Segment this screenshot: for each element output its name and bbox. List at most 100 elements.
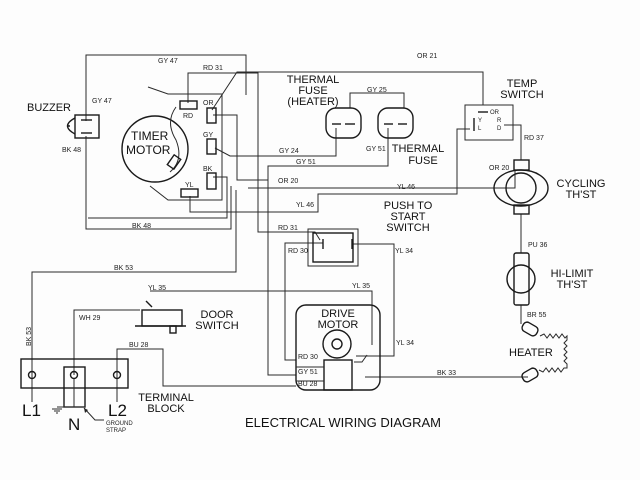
door-switch-label-2: SWITCH <box>195 320 238 332</box>
thermal-fuses <box>325 92 414 139</box>
wire-label-or21: OR 21 <box>417 53 437 60</box>
wire-label-yl46-right: YL 46 <box>397 184 415 191</box>
wire-label-bk48-buzzer: BK 48 <box>62 147 81 154</box>
push-to-start-label-3: SWITCH <box>386 222 429 234</box>
thermal-fuse-heater-label-2: FUSE <box>298 85 327 97</box>
heater-terminal-top <box>521 321 539 337</box>
wire-label-pu36: PU 36 <box>528 242 548 249</box>
wire-label-rd37: RD 37 <box>524 135 544 142</box>
cycling-disc <box>505 172 537 204</box>
buzzer-dome <box>66 117 76 135</box>
drive-motor-connector <box>323 359 353 391</box>
wire-label-bu28-motor: BU 28 <box>298 381 318 388</box>
thermal-fuse-label-1: THERMAL <box>392 143 445 155</box>
hi-limit-label-2: TH'ST <box>557 279 588 291</box>
wire-label-wh29: WH 29 <box>79 315 101 322</box>
drive-motor-label-1: DRIVE <box>321 308 355 320</box>
temp-switch-l-label: L <box>478 126 482 132</box>
temp-switch-label-1: TEMP <box>507 78 538 90</box>
wire-label-rd31-top: RD 31 <box>203 65 223 72</box>
temp-switch-body <box>464 104 514 141</box>
wire-label-rd30-push: RD 30 <box>288 248 308 255</box>
timer-terminal-rd-label: RD <box>183 113 193 120</box>
door-switch-label-1: DOOR <box>201 309 234 321</box>
timer-terminal-yl <box>180 188 199 198</box>
terminal-block-label-1: TERMINAL <box>138 392 194 404</box>
cycling-thst-label-2: TH'ST <box>566 189 597 201</box>
temp-switch-label-2: SWITCH <box>500 89 543 101</box>
timer-terminal-bk <box>206 172 217 190</box>
temp-switch-r-label: R <box>497 118 502 124</box>
thermal-fuse-label-2: FUSE <box>408 155 437 167</box>
cycling-terminal-bottom <box>513 204 530 215</box>
hi-limit-disc <box>506 264 536 294</box>
timer-motor-label-2: MOTOR <box>126 143 171 157</box>
hi-limit-thermostat <box>506 252 536 306</box>
heater-label: HEATER <box>509 347 553 359</box>
wire-label-yl35-motor: YL 35 <box>352 283 370 290</box>
wire-rd30 <box>284 242 323 361</box>
diagram-title: ELECTRICAL WIRING DIAGRAM <box>245 415 441 430</box>
temp-switch-d-label: D <box>497 126 502 132</box>
wire-or-timer <box>213 114 330 181</box>
wire-label-yl34-push: YL 34 <box>395 248 413 255</box>
wire-wh29 <box>73 309 140 375</box>
timer-terminal-or-label: OR <box>203 100 214 107</box>
timer-terminal-or <box>206 107 217 124</box>
buzzer-label: BUZZER <box>27 102 71 114</box>
wire-label-rd30-motor: RD 30 <box>298 354 318 361</box>
door-switch-button <box>169 325 177 334</box>
temp-switch-or-label: OR <box>490 110 500 116</box>
cycling-thst-label-1: CYCLING <box>557 178 606 190</box>
terminal-block-label-2: BLOCK <box>147 403 185 415</box>
wire-yl35 <box>150 290 373 345</box>
wire-bk48 <box>85 136 232 230</box>
buzzer <box>66 114 100 139</box>
push-to-start-label-1: PUSH TO <box>384 200 433 212</box>
thermal-fuse-body <box>377 107 414 139</box>
ground-icon <box>52 408 62 414</box>
timer-plug <box>166 153 182 171</box>
terminal-n-label: N <box>68 415 80 434</box>
door-switch-body <box>141 309 183 327</box>
thermal-fuse-heater-body <box>325 107 362 139</box>
terminal-block <box>20 358 129 421</box>
arrow-icon <box>84 408 88 413</box>
drive-motor-shaft-inner <box>331 338 343 350</box>
timer-terminal-rd <box>179 100 198 110</box>
wire-label-bu28-block: BU 28 <box>129 342 149 349</box>
door-switch <box>135 300 186 334</box>
wire-gy25 <box>349 92 405 108</box>
wire-label-gy51-top: GY 51 <box>296 159 316 166</box>
motor-lead <box>354 354 368 363</box>
temp-switch <box>464 104 514 141</box>
push-switch-inner <box>312 232 354 263</box>
terminal-n <box>69 370 79 380</box>
temp-switch-y-label: Y <box>478 118 482 124</box>
wire-label-rd31-push: RD 31 <box>278 225 298 232</box>
terminal-l1 <box>27 370 37 380</box>
wire-gy51-top <box>267 166 296 376</box>
terminal-l2-label: L2 <box>108 401 127 420</box>
wire-label-bk33: BK 33 <box>437 370 456 377</box>
wire-bu28 <box>116 348 296 387</box>
push-to-start-label-2: START <box>390 211 425 223</box>
wire-or20 <box>248 170 516 189</box>
timer-motor <box>121 100 217 198</box>
ground-strap-label-2: STRAP <box>106 428 126 434</box>
timer-terminal-bk-label: BK <box>203 166 213 173</box>
wire-label-yl35-door: YL 35 <box>148 285 166 292</box>
timer-terminal-gy <box>206 138 217 155</box>
wire-bk53 <box>31 190 237 375</box>
thermal-fuse-heater-label-1: THERMAL <box>287 74 340 86</box>
wire-yl34 <box>353 243 395 357</box>
wire-label-gy51-fuse: GY 51 <box>366 146 386 153</box>
wire-or21 <box>211 71 484 111</box>
wire-label-bk53-side: BK 53 <box>26 327 33 346</box>
wire-gy24 <box>214 128 337 157</box>
heater <box>521 321 568 383</box>
push-to-start-switch <box>307 228 359 267</box>
wire-label-or20-right: OR 20 <box>489 165 509 172</box>
